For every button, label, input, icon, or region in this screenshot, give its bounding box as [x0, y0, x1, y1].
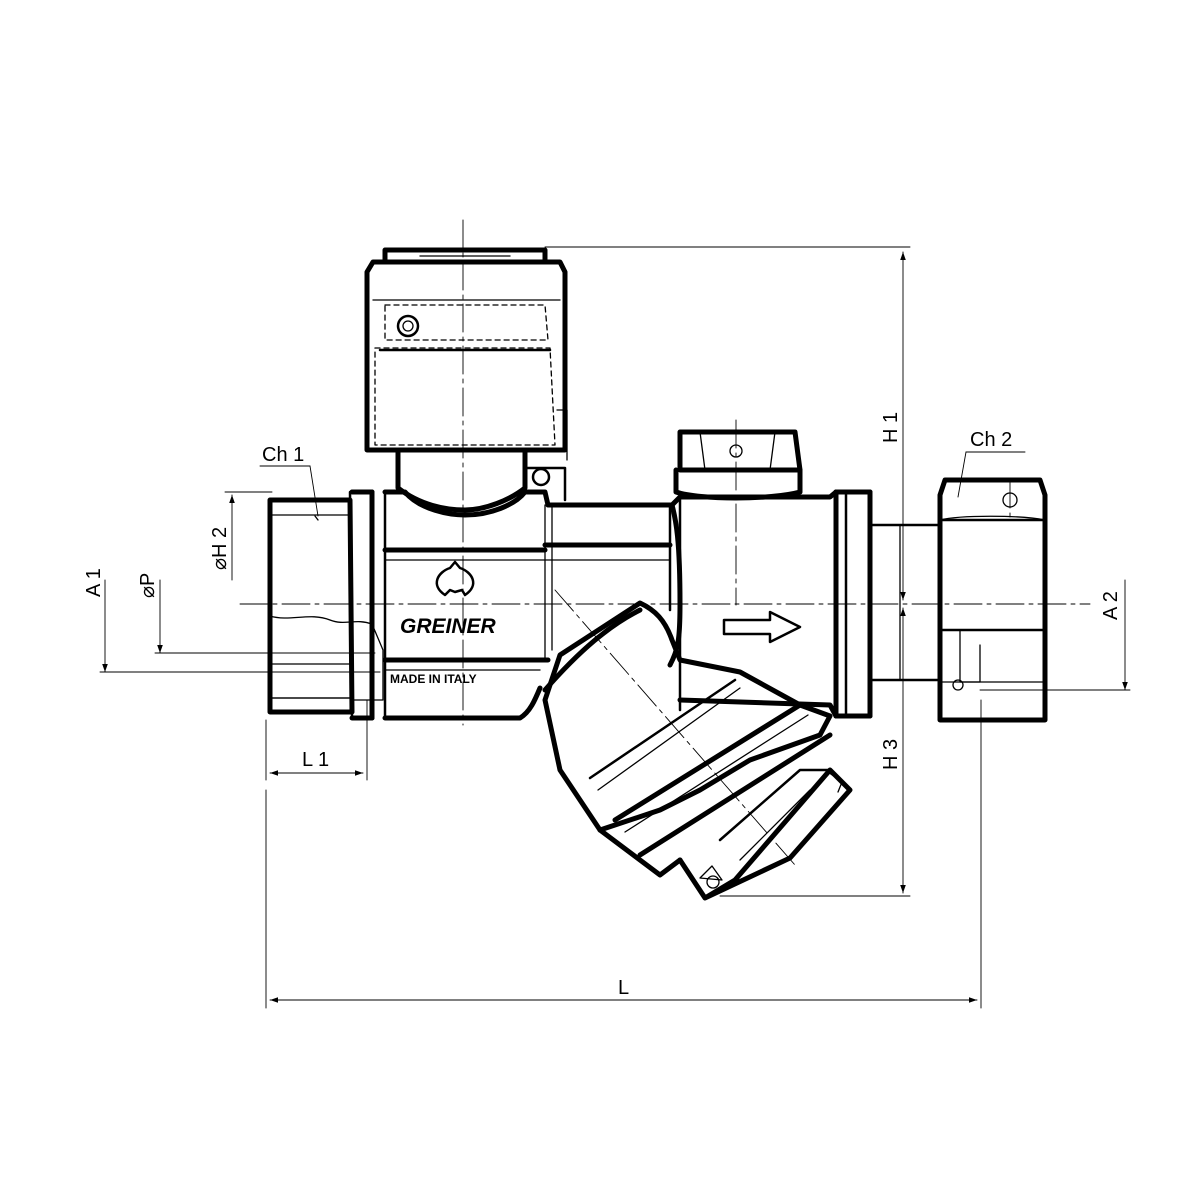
h1-label: H 1	[880, 412, 902, 443]
h3-label: H 3	[880, 739, 902, 770]
brand-logo-icon	[435, 560, 475, 597]
p-diameter-label: ⌀P	[137, 573, 159, 598]
dimension-lines	[99, 246, 1131, 1009]
dimension-labels: Ch 1 Ch 2 L L 1 H 1 H 3 A 2 A 1 ⌀P ⌀H 2	[83, 412, 1122, 999]
top-actuator-cap	[364, 247, 568, 513]
top-hex-plug	[673, 429, 803, 501]
l-label: L	[618, 977, 629, 999]
made-in-label: MADE IN ITALY	[390, 672, 477, 686]
valve-main-body: GREINER MADE IN ITALY	[369, 489, 873, 721]
center-lines	[239, 219, 1091, 866]
lock-pin-icon	[531, 467, 551, 487]
screw-icon	[396, 314, 420, 338]
a1-label: A 1	[83, 568, 105, 597]
ch1-label: Ch 1	[262, 444, 304, 466]
a2-label: A 2	[1100, 591, 1122, 620]
left-female-connection	[267, 489, 384, 721]
strainer-branch	[542, 600, 853, 901]
right-union-connection	[868, 477, 1048, 723]
ch2-label: Ch 2	[970, 429, 1012, 451]
l1-label: L 1	[302, 749, 329, 771]
h2-diameter-label: ⌀H 2	[209, 527, 231, 570]
brand-label: GREINER	[400, 615, 497, 638]
flow-direction-arrow-icon	[722, 610, 802, 644]
